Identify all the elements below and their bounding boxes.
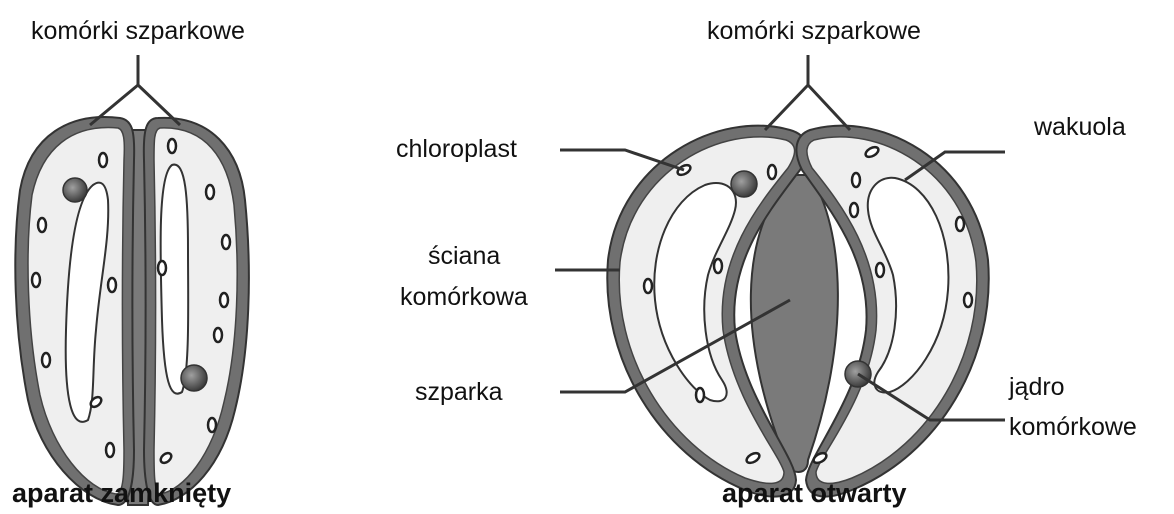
nucleus (181, 365, 207, 391)
stoma-label: szparka (415, 377, 503, 407)
closed-guard-cells-label: komórki szparkowe (31, 16, 245, 46)
closed-right-guard-cell (144, 118, 249, 505)
closed-guard-cells-pointer (90, 55, 180, 125)
nucleus-label-line2: komórkowe (1009, 412, 1137, 442)
nucleus-label-line1: jądro (1009, 372, 1065, 402)
closed-stoma-title: aparat zamknięty (12, 478, 231, 509)
open-guard-cells-label: komórki szparkowe (707, 16, 921, 46)
closed-stoma (15, 55, 249, 505)
nucleus (63, 178, 87, 202)
cell-wall-label-line1: ściana (428, 241, 500, 271)
chloroplast-label: chloroplast (396, 134, 517, 164)
vacuole-label: wakuola (1034, 112, 1126, 142)
open-guard-cells-pointer (765, 55, 850, 130)
cell-wall-label-line2: komórkowa (400, 282, 528, 312)
closed-left-guard-cell (15, 117, 134, 505)
open-stoma (555, 55, 1005, 497)
nucleus (731, 171, 757, 197)
open-stoma-title: aparat otwarty (722, 478, 907, 509)
